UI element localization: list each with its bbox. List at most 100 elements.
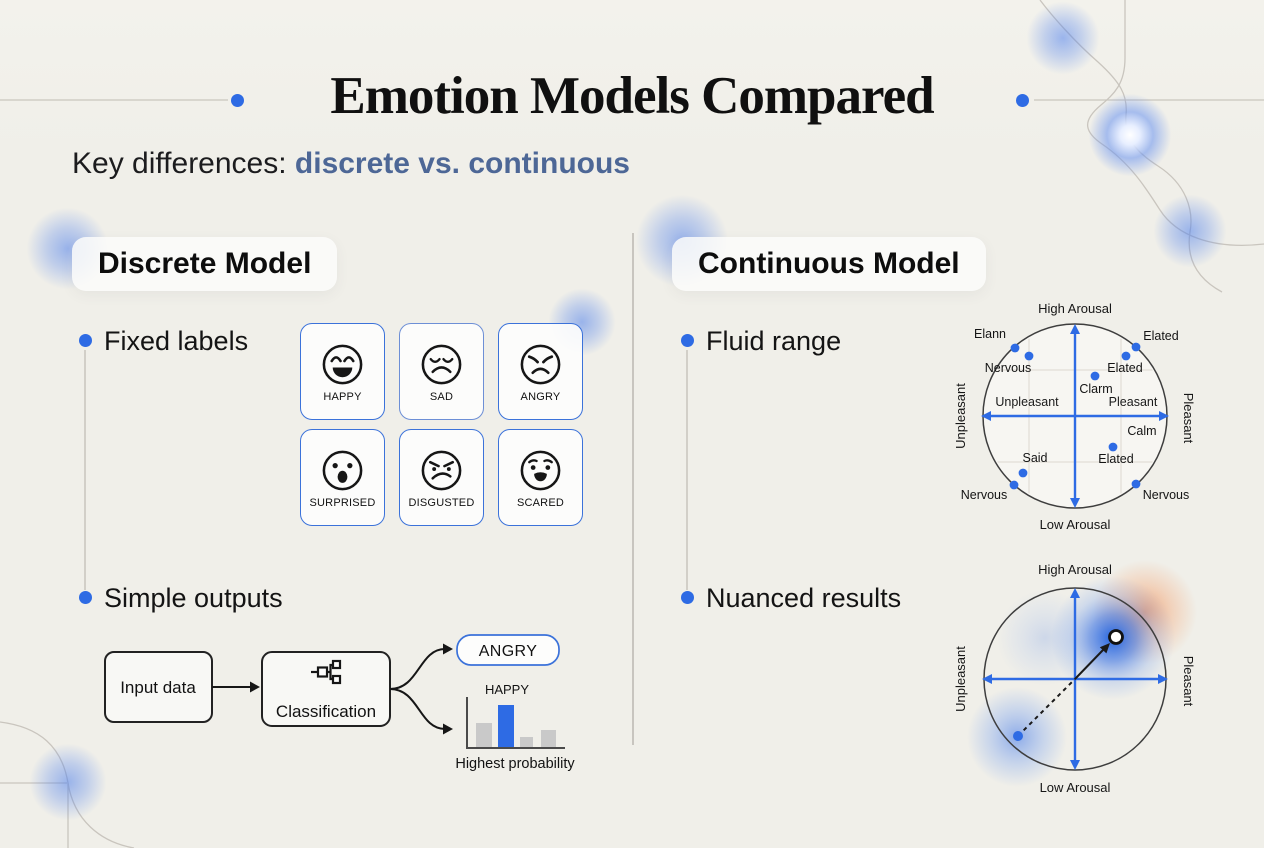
page-title: Emotion Models Compared <box>330 67 934 125</box>
arrowhead-icon <box>1070 760 1080 770</box>
arrowhead-icon <box>250 681 260 693</box>
axis-label-unpleasant: Unpleasant <box>953 646 968 712</box>
arrowhead-icon <box>443 723 453 735</box>
emotion-card-disgusted: DISGUSTED <box>399 429 484 526</box>
mini-chart-caption: Highest probability <box>455 756 575 772</box>
title-right-dot <box>1016 94 1029 107</box>
emotion-point-label: Elated <box>1143 329 1178 343</box>
nuanced-results-circumplex: High Arousal Low Arousal Unpleasant Plea… <box>953 560 1197 795</box>
bullet-fixed-labels: Fixed labels <box>104 326 249 356</box>
emotion-label: SCARED <box>516 496 565 509</box>
axis-label-high-arousal: High Arousal <box>1038 562 1112 577</box>
arrowhead-icon <box>443 643 453 655</box>
classification-tree-icon <box>311 659 342 685</box>
emotion-point-label: Elated <box>1098 452 1133 466</box>
bar <box>476 723 492 748</box>
bullet-dot <box>79 591 92 604</box>
column-divider <box>632 233 634 745</box>
emotion-point-label: Said <box>1022 451 1047 465</box>
disgusted-face-icon <box>421 450 462 490</box>
continuous-model-heading: Continuous Model <box>672 237 986 291</box>
arrowhead-icon <box>1070 324 1080 334</box>
emotion-card-sad: SAD <box>399 323 484 420</box>
subtitle: Key differences: discrete vs. continuous <box>72 147 630 181</box>
flow-branch-top <box>389 648 446 690</box>
arrowhead-icon <box>1159 411 1169 421</box>
classification-label: Classification <box>276 702 376 721</box>
subtitle-prefix: Key differences: <box>72 147 295 180</box>
axis-label-unpleasant: Unpleasant <box>953 383 968 449</box>
discrete-model-heading: Discrete Model <box>72 237 338 291</box>
arrowhead-icon <box>981 411 991 421</box>
flow-branch-bottom <box>389 688 446 730</box>
emotion-point <box>1018 468 1028 478</box>
emotion-point-label: Clarm <box>1079 382 1112 396</box>
surprised-face-icon <box>322 450 363 490</box>
start-point <box>1013 731 1023 741</box>
bullet-nuanced-results: Nuanced results <box>706 583 902 613</box>
happy-face-icon <box>322 344 363 384</box>
arrowhead-icon <box>1158 674 1168 684</box>
end-point <box>1108 629 1124 645</box>
angry-face-icon <box>520 344 561 384</box>
emotion-point-label: Nervous <box>1143 488 1190 502</box>
inner-axis-unpleasant: Unpleasant <box>995 395 1059 409</box>
emotion-point-label: Nervous <box>961 488 1008 502</box>
emotion-card-surprised: SURPRISED <box>300 429 385 526</box>
trajectory-arrow-line <box>1074 649 1104 680</box>
mini-bar-chart <box>476 705 556 748</box>
continuous-bullet-connector <box>686 350 688 590</box>
emotion-point-label: Nervous <box>985 361 1032 375</box>
subtitle-highlight: discrete vs. continuous <box>294 147 630 180</box>
axis-label-low-arousal: Low Arousal <box>1040 517 1111 532</box>
arrowhead-icon <box>1070 498 1080 508</box>
fluid-range-circumplex: Unpleasant Pleasant ElannNervousElatedEl… <box>953 301 1196 532</box>
bullet-simple-outputs: Simple outputs <box>104 583 283 613</box>
emotion-label: HAPPY <box>323 390 362 403</box>
emotion-point <box>1009 480 1019 490</box>
axis-label-high-arousal: High Arousal <box>1038 301 1112 316</box>
output-pill <box>456 634 560 666</box>
inner-axis-pleasant: Pleasant <box>1109 395 1158 409</box>
axis-label-low-arousal: Low Arousal <box>1040 780 1111 795</box>
emotion-point <box>1108 442 1118 452</box>
emotion-label: SURPRISED <box>309 496 376 509</box>
arrowhead-icon <box>1070 588 1080 598</box>
emotion-point <box>1010 343 1020 353</box>
emotion-point-label: Calm <box>1127 424 1156 438</box>
scared-face-icon <box>520 450 561 490</box>
emotion-point <box>1131 479 1141 489</box>
emotion-card-grid: HAPPY SAD ANGRY <box>300 323 583 526</box>
discrete-bullet-connector <box>84 350 86 590</box>
emotion-card-scared: SCARED <box>498 429 583 526</box>
emotion-point <box>1024 351 1034 361</box>
emotion-point-label: Elated <box>1107 361 1142 375</box>
emotion-point <box>1131 342 1141 352</box>
axis-label-pleasant: Pleasant <box>1181 656 1196 707</box>
bullet-dot <box>79 334 92 347</box>
mini-chart-title: HAPPY <box>485 682 529 697</box>
emotion-point <box>1121 351 1131 361</box>
title-left-dot <box>231 94 244 107</box>
emotion-point <box>1090 371 1100 381</box>
output-label: ANGRY <box>479 643 538 660</box>
emotion-label: SAD <box>429 390 454 403</box>
axis-label-pleasant: Pleasant <box>1181 393 1196 444</box>
bar <box>541 730 556 748</box>
emotion-card-angry: ANGRY <box>498 323 583 420</box>
trajectory-dashed-line <box>1017 678 1076 737</box>
emotion-label: DISGUSTED <box>408 496 475 509</box>
discrete-flowchart: Input data Classification ANGRY HAPPY Hi… <box>104 634 575 772</box>
emotion-label: ANGRY <box>520 390 561 403</box>
emotion-card-happy: HAPPY <box>300 323 385 420</box>
bullet-dot <box>681 334 694 347</box>
emotion-points: ElannNervousElatedElatedClarmCalmElatedS… <box>961 327 1190 502</box>
bullet-dot <box>681 591 694 604</box>
bullet-fluid-range: Fluid range <box>706 326 842 356</box>
highlighted-bar <box>498 705 514 748</box>
bar <box>520 737 533 748</box>
arrowhead-icon <box>1099 643 1110 654</box>
emotion-point-label: Elann <box>974 327 1006 341</box>
arrowhead-icon <box>982 674 992 684</box>
